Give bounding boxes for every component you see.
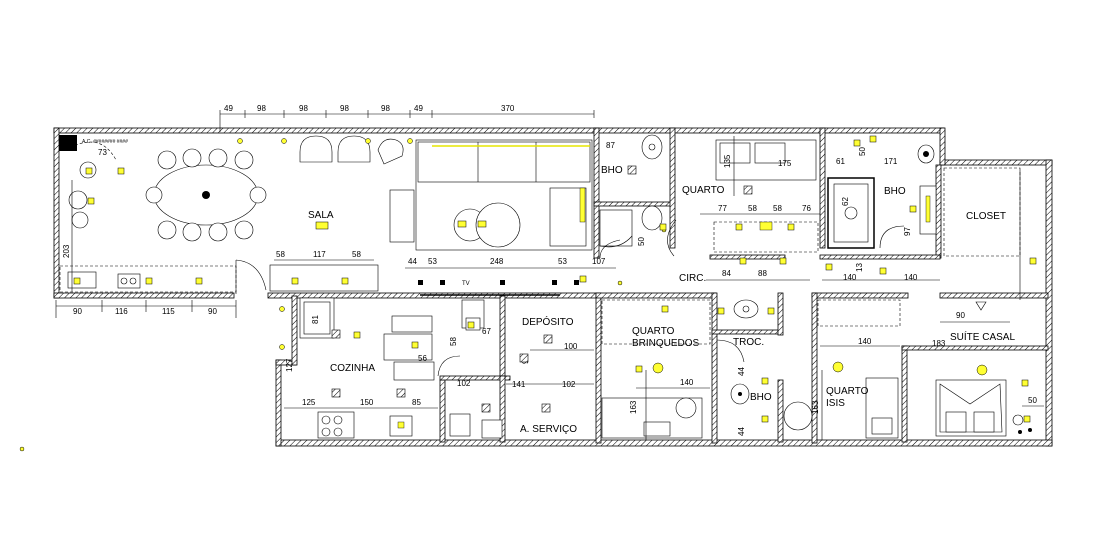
- dim-sala-53a: 53: [428, 257, 437, 266]
- dim-hall-13: 13: [855, 263, 864, 272]
- dim-quarto-76: 76: [802, 204, 811, 213]
- dim-quarto-135: 135: [723, 154, 732, 168]
- dim-bho1-87: 87: [606, 141, 615, 150]
- label-quarto-brinquedos-1: QUARTO: [632, 326, 675, 337]
- cozinha-area: COZINHA 81 127 58 56 67 125 150 85 102: [284, 297, 491, 439]
- top-dimension-chain: 49 98 98 98 98 49 370: [219, 104, 595, 132]
- dim-quarto-58b: 58: [773, 204, 782, 213]
- quarto-area: QUARTO 135 175 77 58 58 76 84 88: [682, 136, 820, 281]
- dim-coz-85: 85: [412, 398, 421, 407]
- closet-area: CLOSET: [943, 167, 1021, 300]
- bho-2-area: BHO 61 50 171 62 97: [827, 144, 937, 249]
- dim-sala-58a: 58: [276, 250, 285, 259]
- dim-top-6: 49: [414, 104, 423, 113]
- label-troc: TROC.: [733, 337, 764, 348]
- dim-bho2-171: 171: [884, 157, 898, 166]
- label-cozinha: COZINHA: [330, 363, 375, 374]
- label-deposito: DEPÓSITO: [522, 315, 574, 328]
- dim-bho3-44a: 44: [737, 367, 746, 376]
- left-bottom-dimension-chain: 90 116 115 90: [55, 300, 237, 318]
- dim-quarto-175: 175: [778, 159, 792, 168]
- dim-coz-125: 125: [302, 398, 316, 407]
- dim-top-3: 98: [299, 104, 308, 113]
- dim-sala-44: 44: [408, 257, 417, 266]
- bho-1-area: BHO 87 50: [599, 134, 677, 257]
- label-sala: SALA: [308, 210, 334, 221]
- dim-coz-127: 127: [285, 358, 294, 372]
- dim-bho1-50: 50: [637, 237, 646, 246]
- label-bho-1: BHO: [601, 165, 623, 176]
- dim-coz-58: 58: [449, 337, 458, 346]
- label-quarto-brinquedos-2: BRINQUEDOS: [632, 338, 700, 349]
- dim-quarto-77: 77: [718, 204, 727, 213]
- label-suite-casal: SUÍTE CASAL: [950, 330, 1015, 343]
- dim-sala-107: 107: [592, 257, 606, 266]
- dim-top-1: 49: [224, 104, 233, 113]
- hall-area: CIRC. 13 140 140: [599, 239, 940, 284]
- dim-isis-140: 140: [858, 337, 872, 346]
- dim-quarto-58a: 58: [748, 204, 757, 213]
- exterior-walls: [53, 127, 1053, 447]
- dim-hall-140a: 140: [843, 273, 857, 282]
- dim-lb-90b: 90: [208, 307, 217, 316]
- label-closet: CLOSET: [966, 211, 1006, 222]
- dim-coz-102: 102: [457, 379, 471, 388]
- dim-bho2-62: 62: [841, 197, 850, 206]
- suite-casal-area: SUÍTE CASAL 90 183 50: [932, 301, 1044, 437]
- dim-lb-90a: 90: [73, 307, 82, 316]
- dim-sala-53b: 53: [558, 257, 567, 266]
- label-bho-2: BHO: [884, 186, 906, 197]
- label-tv: TV: [462, 281, 470, 287]
- dim-hall-140b: 140: [904, 273, 918, 282]
- label-quarto: QUARTO: [682, 185, 725, 196]
- dim-suite-50: 50: [1028, 396, 1037, 405]
- sala-area: A.C. ######## ####: [59, 135, 616, 296]
- dim-bho2-97: 97: [903, 227, 912, 236]
- dim-sala-248: 248: [490, 257, 504, 266]
- quarto-isis-area: QUARTO ISIS 140 163: [811, 299, 901, 440]
- dim-coz-150: 150: [360, 398, 374, 407]
- dim-bho2-61: 61: [836, 157, 845, 166]
- area-servico: A. SERVIÇO: [449, 403, 577, 439]
- dim-lb-116: 116: [115, 307, 128, 316]
- troc-bho3-area: TROC. BHO 44 44: [716, 299, 813, 436]
- dim-brinq-140: 140: [680, 378, 694, 387]
- dim-brinq-163: 163: [629, 400, 638, 414]
- dim-top-5: 98: [381, 104, 390, 113]
- label-bho-3: BHO: [750, 392, 772, 403]
- dim-dep-141: 141: [512, 380, 526, 389]
- dim-quarto-88: 88: [758, 269, 767, 278]
- dim-coz-56: 56: [418, 354, 427, 363]
- dim-coz-67: 67: [482, 327, 491, 336]
- dim-top-2: 98: [257, 104, 266, 113]
- dim-isis-163: 163: [811, 400, 820, 414]
- ac-note: A.C. ######## ####: [82, 139, 128, 145]
- dim-bho3-44b: 44: [737, 427, 746, 436]
- quarto-brinquedos-area: QUARTO BRINQUEDOS 140 163: [601, 299, 711, 440]
- switch-points: [331, 280, 579, 363]
- dim-quarto-84: 84: [722, 269, 731, 278]
- dim-suite-183: 183: [932, 339, 946, 348]
- dim-sala-203: 203: [62, 244, 71, 258]
- label-a-servico: A. SERVIÇO: [520, 424, 577, 435]
- dim-suite-90: 90: [956, 311, 965, 320]
- label-quarto-isis-1: QUARTO: [826, 386, 869, 397]
- dim-sala-58b: 58: [352, 250, 361, 259]
- label-quarto-isis-2: ISIS: [826, 398, 845, 409]
- dim-top-7: 370: [501, 104, 515, 113]
- dim-top-4: 98: [340, 104, 349, 113]
- label-circ: CIRC.: [679, 273, 706, 284]
- dim-dep-100: 100: [564, 342, 578, 351]
- dim-sala-117: 117: [313, 250, 326, 259]
- dim-lb-115: 115: [162, 307, 175, 316]
- dim-sala-73: 73: [98, 148, 107, 157]
- dim-coz-81: 81: [311, 315, 320, 324]
- dim-bho2-50: 50: [858, 147, 867, 156]
- dim-dep-102: 102: [562, 380, 576, 389]
- lighting-points: [19, 135, 1037, 452]
- deposito-area: DEPÓSITO 100 90 141 102: [506, 315, 594, 389]
